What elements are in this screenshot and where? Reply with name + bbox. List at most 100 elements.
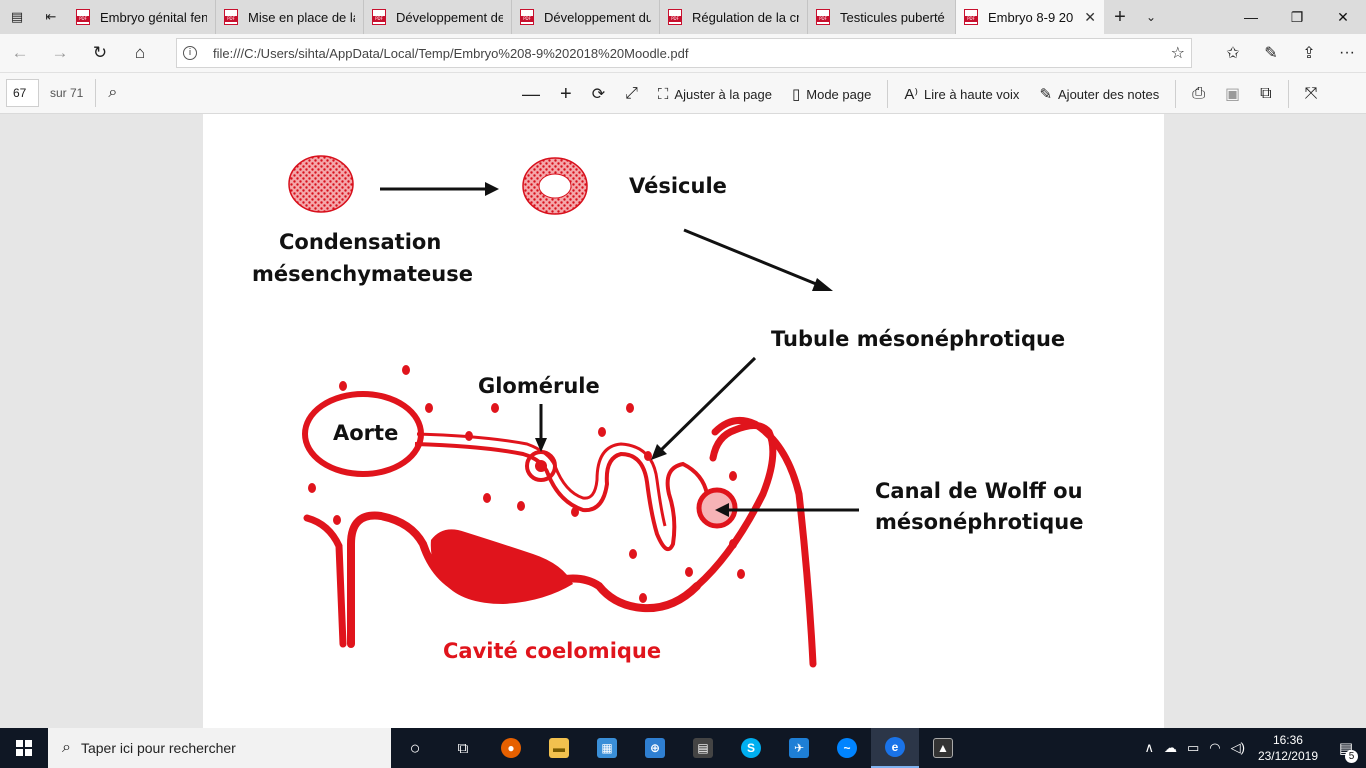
pdf-icon <box>520 9 534 25</box>
coelomic-wall-left <box>303 514 347 648</box>
favorites-icon[interactable]: ✩ <box>1226 45 1240 62</box>
add-notes-label: Ajouter des notes <box>1058 86 1160 102</box>
label-vesicule: Vésicule <box>629 174 727 198</box>
cell <box>308 483 316 493</box>
refresh-icon[interactable]: ↻ <box>92 43 108 62</box>
glomerule-core <box>535 460 547 472</box>
fit-page-label: Ajuster à la page <box>674 86 772 102</box>
close-window-icon[interactable]: ✕ <box>1337 8 1349 25</box>
tab-title: Mise en place de la <box>248 9 355 25</box>
url-field[interactable]: i file:///C:/Users/sihta/AppData/Local/T… <box>176 38 1192 68</box>
clock[interactable]: 16:36 23/12/2019 <box>1250 732 1326 764</box>
fit-page-button[interactable]: ⛶ Ajuster à la page <box>648 73 782 115</box>
pdf-icon <box>372 9 386 25</box>
minimize-icon[interactable]: — <box>1244 9 1258 25</box>
system-tray: ∧ ☁ ▭ ◠ ◁) 16:36 23/12/2019 ▤5 <box>1139 728 1366 768</box>
pen-icon[interactable]: ✎ <box>1264 45 1278 62</box>
windows-taskbar: ⌕ Taper ici pour rechercher ○ ⧉ ● ▬ ▦ ⊕ … <box>0 728 1366 768</box>
tab-1[interactable]: Mise en place de la <box>216 0 364 34</box>
edge-icon[interactable]: e <box>871 728 919 768</box>
add-notes-button[interactable]: ✎ Ajouter des notes <box>1029 73 1169 115</box>
cell <box>491 403 499 413</box>
tab-5[interactable]: Testicules puberté <box>808 0 956 34</box>
tab-bar: ▤ ⇤ Embryo génital fen Mise en place de … <box>0 0 1366 34</box>
pin-toolbar-icon[interactable]: ⤧ <box>1304 85 1318 102</box>
save-as-icon[interactable]: ⧉ <box>1260 85 1272 102</box>
arrow-head <box>485 182 499 196</box>
cell <box>339 381 347 391</box>
window-controls: — ❐ ✕ <box>1228 0 1366 34</box>
favorite-star-icon[interactable]: ☆ <box>1170 45 1185 62</box>
read-aloud-label: Lire à haute voix <box>924 86 1020 102</box>
search-icon[interactable]: ⌕ <box>108 84 118 101</box>
pdf-toolbar: 67 sur 71 ⌕ — + ⟳ ⤢ ⛶ Ajuster à la page … <box>0 72 1366 114</box>
onedrive-icon[interactable]: ☁ <box>1163 740 1177 755</box>
file-explorer-icon[interactable]: ▬ <box>535 728 583 768</box>
cell <box>737 569 745 579</box>
restore-icon[interactable]: ❐ <box>1290 8 1304 25</box>
skype-icon[interactable]: S <box>727 728 775 768</box>
print-icon[interactable]: ⎙ <box>1192 85 1206 102</box>
more-icon[interactable]: ··· <box>1339 44 1355 61</box>
pdf-icon <box>224 9 238 25</box>
tab-title: Développement du <box>544 9 651 25</box>
zoom-in-icon[interactable]: + <box>560 82 572 105</box>
set-aside-tabs-icon[interactable]: ⇤ <box>45 9 57 24</box>
tab-3[interactable]: Développement du <box>512 0 660 34</box>
back-arrow-icon[interactable]: ← <box>11 43 29 62</box>
label-glomerule: Glomérule <box>478 374 600 398</box>
photos-icon[interactable]: ▲ <box>919 728 967 768</box>
close-tab-icon[interactable]: ✕ <box>1084 8 1096 25</box>
task-view-icon[interactable]: ⧉ <box>457 739 469 757</box>
chevron-up-icon[interactable]: ∧ <box>1144 740 1154 755</box>
url-text: file:///C:/Users/sihta/AppData/Local/Tem… <box>213 45 689 61</box>
mail-app-icon[interactable]: ✈ <box>775 728 823 768</box>
mesonephric-fold <box>693 416 817 668</box>
volume-icon[interactable]: ◁) <box>1230 740 1245 755</box>
tab-title: Développement de <box>396 9 503 25</box>
cortana-icon[interactable]: ○ <box>409 737 421 758</box>
calculator-icon[interactable]: ▤ <box>679 728 727 768</box>
tab-0[interactable]: Embryo génital fen <box>68 0 216 34</box>
notification-center-icon[interactable]: ▤5 <box>1326 739 1366 763</box>
pdf-tools: — + ⟳ ⤢ ⛶ Ajuster à la page ▯ Mode page … <box>512 73 1366 115</box>
page-mode-button[interactable]: ▯ Mode page <box>782 73 881 115</box>
fit-page-icon: ⛶ <box>657 85 669 103</box>
divider <box>1175 80 1177 108</box>
tubule-pointer <box>657 356 757 454</box>
page-number-input[interactable]: 67 <box>6 79 39 107</box>
network-app-icon[interactable]: ⊕ <box>631 728 679 768</box>
save-icon[interactable]: ▣ <box>1225 86 1241 103</box>
info-icon[interactable]: i <box>183 46 197 60</box>
cell <box>639 593 647 603</box>
fullscreen-icon[interactable]: ⤢ <box>625 85 638 102</box>
battery-icon[interactable]: ▭ <box>1186 740 1200 755</box>
chevron-down-icon[interactable]: ⌄ <box>1145 10 1157 24</box>
forward-arrow-icon[interactable]: → <box>51 43 69 62</box>
cell <box>598 427 606 437</box>
tab-4[interactable]: Régulation de la cr <box>660 0 808 34</box>
condensation-shape <box>288 155 354 213</box>
messenger-icon[interactable]: ~ <box>823 728 871 768</box>
share-icon[interactable]: ⇪ <box>1302 45 1316 62</box>
page-mode-icon: ▯ <box>792 86 801 103</box>
control-panel-icon[interactable]: ▦ <box>583 728 631 768</box>
home-icon[interactable]: ⌂ <box>134 43 146 62</box>
new-tab-button[interactable]: + <box>1114 5 1126 28</box>
arrow-head <box>651 444 667 460</box>
read-aloud-icon: A⁾ <box>904 86 919 103</box>
tab-2[interactable]: Développement de <box>364 0 512 34</box>
pdf-icon <box>76 9 90 25</box>
taskbar-search[interactable]: ⌕ Taper ici pour rechercher <box>48 728 391 768</box>
tab-6-active[interactable]: Embryo 8-9 20 ✕ <box>956 0 1104 34</box>
start-button[interactable] <box>0 728 48 768</box>
zoom-out-icon[interactable]: — <box>522 83 540 104</box>
wifi-icon[interactable]: ◠ <box>1209 740 1221 755</box>
divider <box>1287 80 1289 108</box>
pdf-page: Condensation mésenchymateuse Vésicule Tu… <box>203 114 1164 728</box>
pdf-icon <box>668 9 682 25</box>
rotate-icon[interactable]: ⟳ <box>591 86 606 103</box>
firefox-icon[interactable]: ● <box>487 728 535 768</box>
read-aloud-button[interactable]: A⁾ Lire à haute voix <box>894 73 1029 115</box>
tab-actions-icon[interactable]: ▤ <box>10 9 24 24</box>
